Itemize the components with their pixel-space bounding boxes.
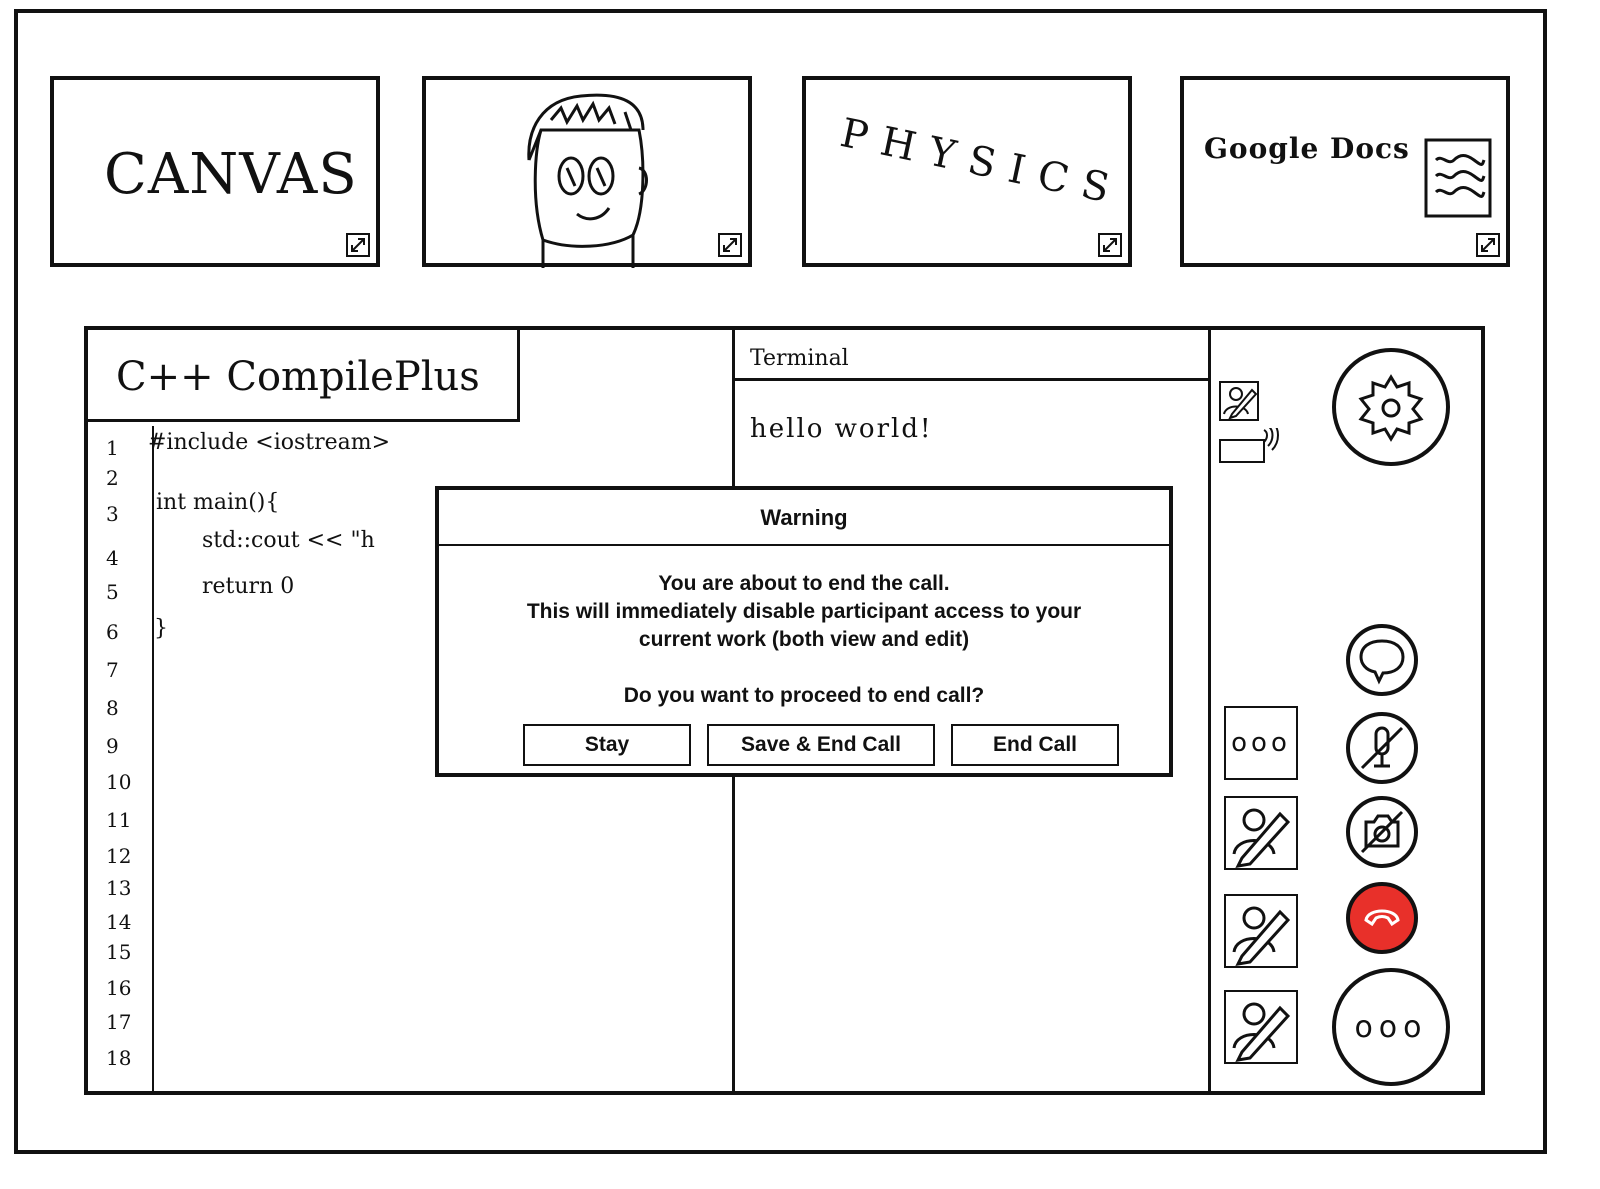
line-number: 15 (106, 940, 132, 964)
tile-canvas-label: CANVAS (104, 142, 358, 207)
dialog-message-line: You are about to end the call. (658, 572, 950, 595)
line-number: 4 (106, 546, 119, 570)
participant-tile[interactable] (1224, 894, 1298, 968)
line-number: 10 (106, 770, 132, 794)
dialog-message-line: This will immediately disable participan… (526, 600, 1082, 623)
dialog-message: You are about to end the call. This will… (439, 570, 1169, 654)
line-number: 7 (106, 658, 119, 682)
line-number: 18 (106, 1046, 132, 1070)
tile-physics-label: PHYSICS (836, 110, 1128, 215)
end-call-button[interactable] (1346, 882, 1418, 954)
code-line[interactable]: } (154, 616, 168, 641)
code-line[interactable]: return 0 (202, 574, 295, 599)
line-number: 2 (106, 466, 119, 490)
side-panel-divider (1208, 330, 1211, 1091)
line-number: 13 (106, 876, 132, 900)
line-number: 17 (106, 1010, 132, 1034)
line-number: 12 (106, 844, 132, 868)
expand-icon[interactable] (1098, 233, 1122, 257)
terminal-header-divider (732, 378, 1210, 381)
tile-physics[interactable]: PHYSICS (802, 76, 1132, 267)
code-line[interactable]: int main(){ (156, 490, 280, 515)
stay-button[interactable]: Stay (523, 724, 691, 766)
camera-off-icon (1360, 810, 1404, 854)
line-number: 5 (106, 580, 119, 604)
line-number: 3 (106, 502, 119, 526)
participant-edit-icon (1232, 906, 1291, 966)
chat-button[interactable] (1346, 624, 1418, 696)
dialog-title: Warning (439, 490, 1169, 546)
cast-icon[interactable] (1218, 428, 1282, 466)
line-number: 8 (106, 696, 119, 720)
editor-gutter-divider (152, 426, 154, 1091)
line-number: 6 (106, 620, 119, 644)
save-end-call-button[interactable]: Save & End Call (707, 724, 935, 766)
participant-edit-icon (1232, 1002, 1291, 1062)
code-line[interactable]: std::cout << "h (202, 528, 375, 553)
mic-off-icon (1360, 726, 1404, 770)
editor-title-tab: C++ CompilePlus (88, 330, 520, 422)
mute-button[interactable] (1346, 712, 1418, 784)
end-call-confirm-button[interactable]: End Call (951, 724, 1119, 766)
code-line[interactable]: #include <iostream> (148, 430, 391, 455)
tile-google-docs-label: Google Docs (1204, 132, 1410, 165)
terminal-title: Terminal (750, 346, 849, 371)
more-participants-tile[interactable]: ooo (1224, 706, 1298, 780)
expand-icon[interactable] (1476, 233, 1500, 257)
document-icon (1424, 138, 1492, 218)
warning-dialog: Warning You are about to end the call. T… (435, 486, 1173, 777)
line-number: 16 (106, 976, 132, 1000)
line-number: 1 (106, 436, 119, 460)
settings-gear-icon (1358, 374, 1424, 442)
line-number: 11 (106, 808, 132, 832)
dialog-question: Do you want to proceed to end call? (623, 684, 985, 707)
participant-face-icon (527, 93, 648, 268)
dialog-message-line: current work (both view and edit) (638, 628, 970, 651)
tile-google-docs[interactable]: Google Docs (1180, 76, 1510, 267)
chat-bubble-icon (1359, 639, 1405, 685)
more-options-button[interactable]: ooo (1332, 968, 1450, 1086)
editor-title: C++ CompilePlus (116, 354, 480, 400)
terminal-output: hello world! (750, 414, 933, 444)
tile-canvas[interactable]: CANVAS (50, 76, 380, 267)
line-number: 14 (106, 910, 132, 934)
participant-edit-icon[interactable] (1218, 380, 1260, 422)
participant-tile[interactable] (1224, 796, 1298, 870)
line-number: 9 (106, 734, 119, 758)
end-call-icon (1364, 909, 1400, 927)
settings-button[interactable] (1332, 348, 1450, 466)
camera-button[interactable] (1346, 796, 1418, 868)
expand-icon[interactable] (346, 233, 370, 257)
expand-icon[interactable] (718, 233, 742, 257)
participant-edit-icon (1232, 808, 1291, 868)
participant-tile[interactable] (1224, 990, 1298, 1064)
tile-participant-video[interactable] (422, 76, 752, 268)
